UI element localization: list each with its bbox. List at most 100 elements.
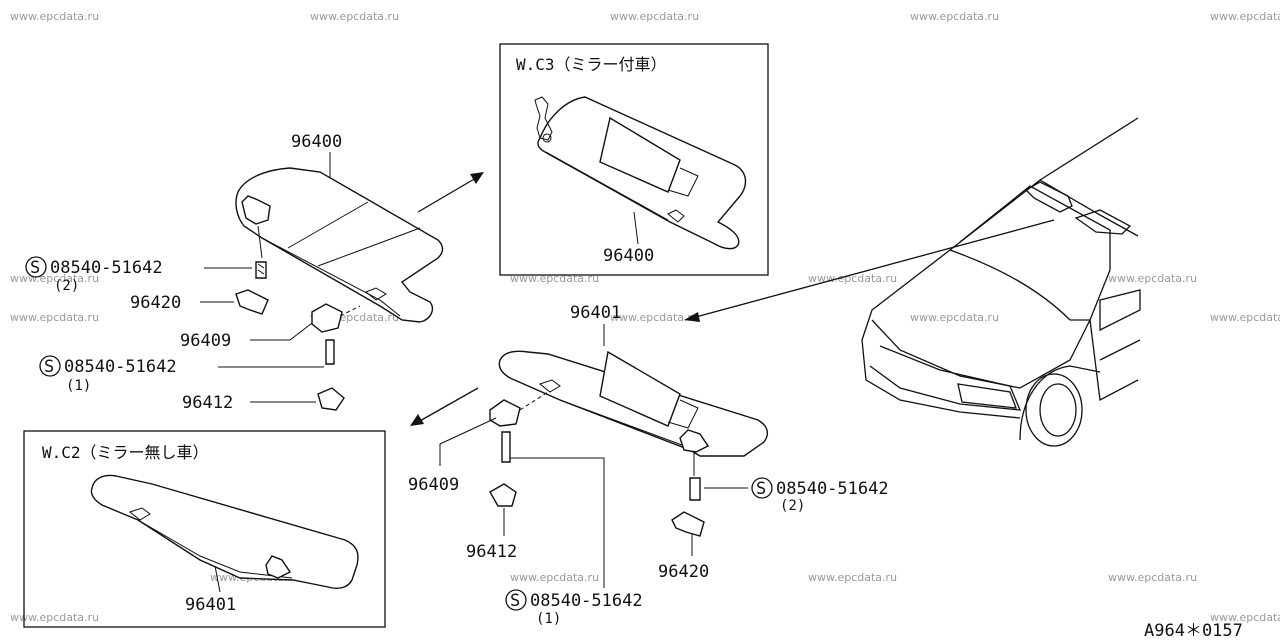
holder-part-number: 96409 [180, 331, 231, 351]
watermark: www.epcdata.ru [10, 10, 99, 23]
visor-part-number: 96400 [291, 132, 342, 152]
leader-line [214, 565, 221, 593]
screw-code: 08540-51642 [64, 357, 177, 377]
screw-symbol-circle [751, 477, 773, 499]
watermark: www.epcdata.ru [1210, 311, 1280, 324]
visor-outline [90, 474, 359, 589]
leader-line [257, 225, 263, 259]
cover-part-number: 96412 [466, 542, 517, 562]
arrow-line [417, 387, 479, 423]
screw-quantity: (1) [66, 378, 91, 394]
watermark: www.epcdata.ru [808, 272, 897, 285]
screw [501, 431, 511, 463]
wheel-arch [1019, 365, 1101, 441]
watermark: www.epcdata.ru [10, 272, 99, 285]
car-illustration [861, 117, 1141, 447]
screw-symbol-circle [505, 589, 527, 611]
watermark: www.epcdata.ru [910, 10, 999, 23]
cover-part-number: 96412 [182, 393, 233, 413]
pivot-mount [679, 429, 710, 453]
assembly-line [339, 305, 361, 317]
diagram-code: A964＊0157 [1144, 621, 1243, 640]
bumper [869, 345, 1022, 411]
headlight [957, 383, 1017, 409]
inset-title: W.C2（ミラー無し車） [42, 443, 209, 462]
mirror-panel [599, 116, 681, 193]
inset-frame [23, 430, 386, 628]
door-lines [1089, 319, 1141, 402]
leader-line [439, 417, 497, 466]
front-wheel [1025, 373, 1083, 447]
visor-edge-line [559, 399, 691, 449]
holder-part-number: 96409 [408, 475, 459, 495]
bracket-part-number: 96420 [658, 562, 709, 582]
bracket [235, 289, 269, 315]
inset-part-number: 96400 [603, 246, 654, 266]
visor-notch [128, 507, 151, 521]
car-body-outline [861, 117, 1139, 419]
visor-part-number: 96401 [570, 303, 621, 323]
pivot-mount [265, 555, 292, 579]
center-visor-assembly: 96401 96409 96412 S 08540-51642 (1) S 08… [408, 303, 889, 627]
watermark: www.epcdata.ru [910, 311, 999, 324]
screw-symbol: S [756, 479, 766, 499]
wire-clip [534, 96, 553, 141]
inset-without-mirror: W.C2（ミラー無し車） 96401 [23, 430, 386, 628]
inset-with-mirror: W.C3（ミラー付車） 96400 [499, 43, 769, 276]
bracket [671, 511, 705, 537]
visor-edge-line [545, 151, 669, 221]
left-visor-assembly: 96400 S 08540-51642 (2) 96420 96409 S 08… [25, 132, 444, 413]
watermark: www.epcdata.ru [10, 311, 99, 324]
screw-symbol-circle [25, 256, 47, 278]
leader-line [250, 319, 317, 341]
visor-notch [667, 209, 685, 223]
screw [689, 477, 701, 501]
wheel-hub [1039, 383, 1077, 437]
watermark: www.epcdata.ru [310, 10, 399, 23]
screw-symbol-circle [39, 355, 61, 377]
holder [311, 303, 343, 333]
front-fascia [871, 319, 1091, 389]
screw-symbol: S [510, 591, 520, 611]
screw-code: 08540-51642 [50, 258, 163, 278]
mirror-panel [599, 350, 681, 427]
watermark: www.epcdata.ru [1108, 272, 1197, 285]
screw-quantity: (2) [54, 278, 79, 294]
leader-line [633, 211, 639, 245]
screw-quantity: (1) [536, 611, 561, 627]
pivot-hole [542, 133, 552, 143]
side-mirror [1099, 289, 1141, 332]
visor-notch [538, 379, 561, 393]
direction-arrows [410, 172, 1055, 426]
mirror-frame [667, 399, 699, 429]
visor-fold-lines [287, 201, 421, 267]
visor-edge-line [137, 519, 293, 579]
watermark: www.epcdata.ru [1210, 10, 1280, 23]
visor-edge-line [261, 237, 401, 317]
watermark: www.epcdata.ru [510, 272, 599, 285]
arrow-head [684, 312, 700, 322]
arrow-line [417, 177, 477, 213]
watermark: www.epcdata.ru [610, 311, 699, 324]
assembly-line [519, 391, 549, 411]
screw-quantity: (2) [780, 498, 805, 514]
visor-outline [235, 167, 444, 323]
cover [317, 387, 345, 411]
visor-in-car [1024, 181, 1073, 213]
screw [325, 339, 335, 365]
screw-symbol: S [44, 357, 54, 377]
mirror-frame [667, 167, 699, 197]
visor-notch [365, 287, 387, 301]
watermark: www.epcdata.ru [1210, 611, 1280, 624]
watermark-layer: www.epcdata.ru www.epcdata.ru www.epcdat… [10, 10, 1280, 624]
watermark: www.epcdata.ru [808, 571, 897, 584]
watermark: www.epcdata.ru [10, 611, 99, 624]
arrow-head [410, 414, 424, 426]
inset-part-number: 96401 [185, 595, 236, 615]
watermark: www.epcdata.ru [1108, 571, 1197, 584]
bracket-part-number: 96420 [130, 293, 181, 313]
pivot-mount [241, 195, 271, 225]
screw [255, 261, 267, 279]
